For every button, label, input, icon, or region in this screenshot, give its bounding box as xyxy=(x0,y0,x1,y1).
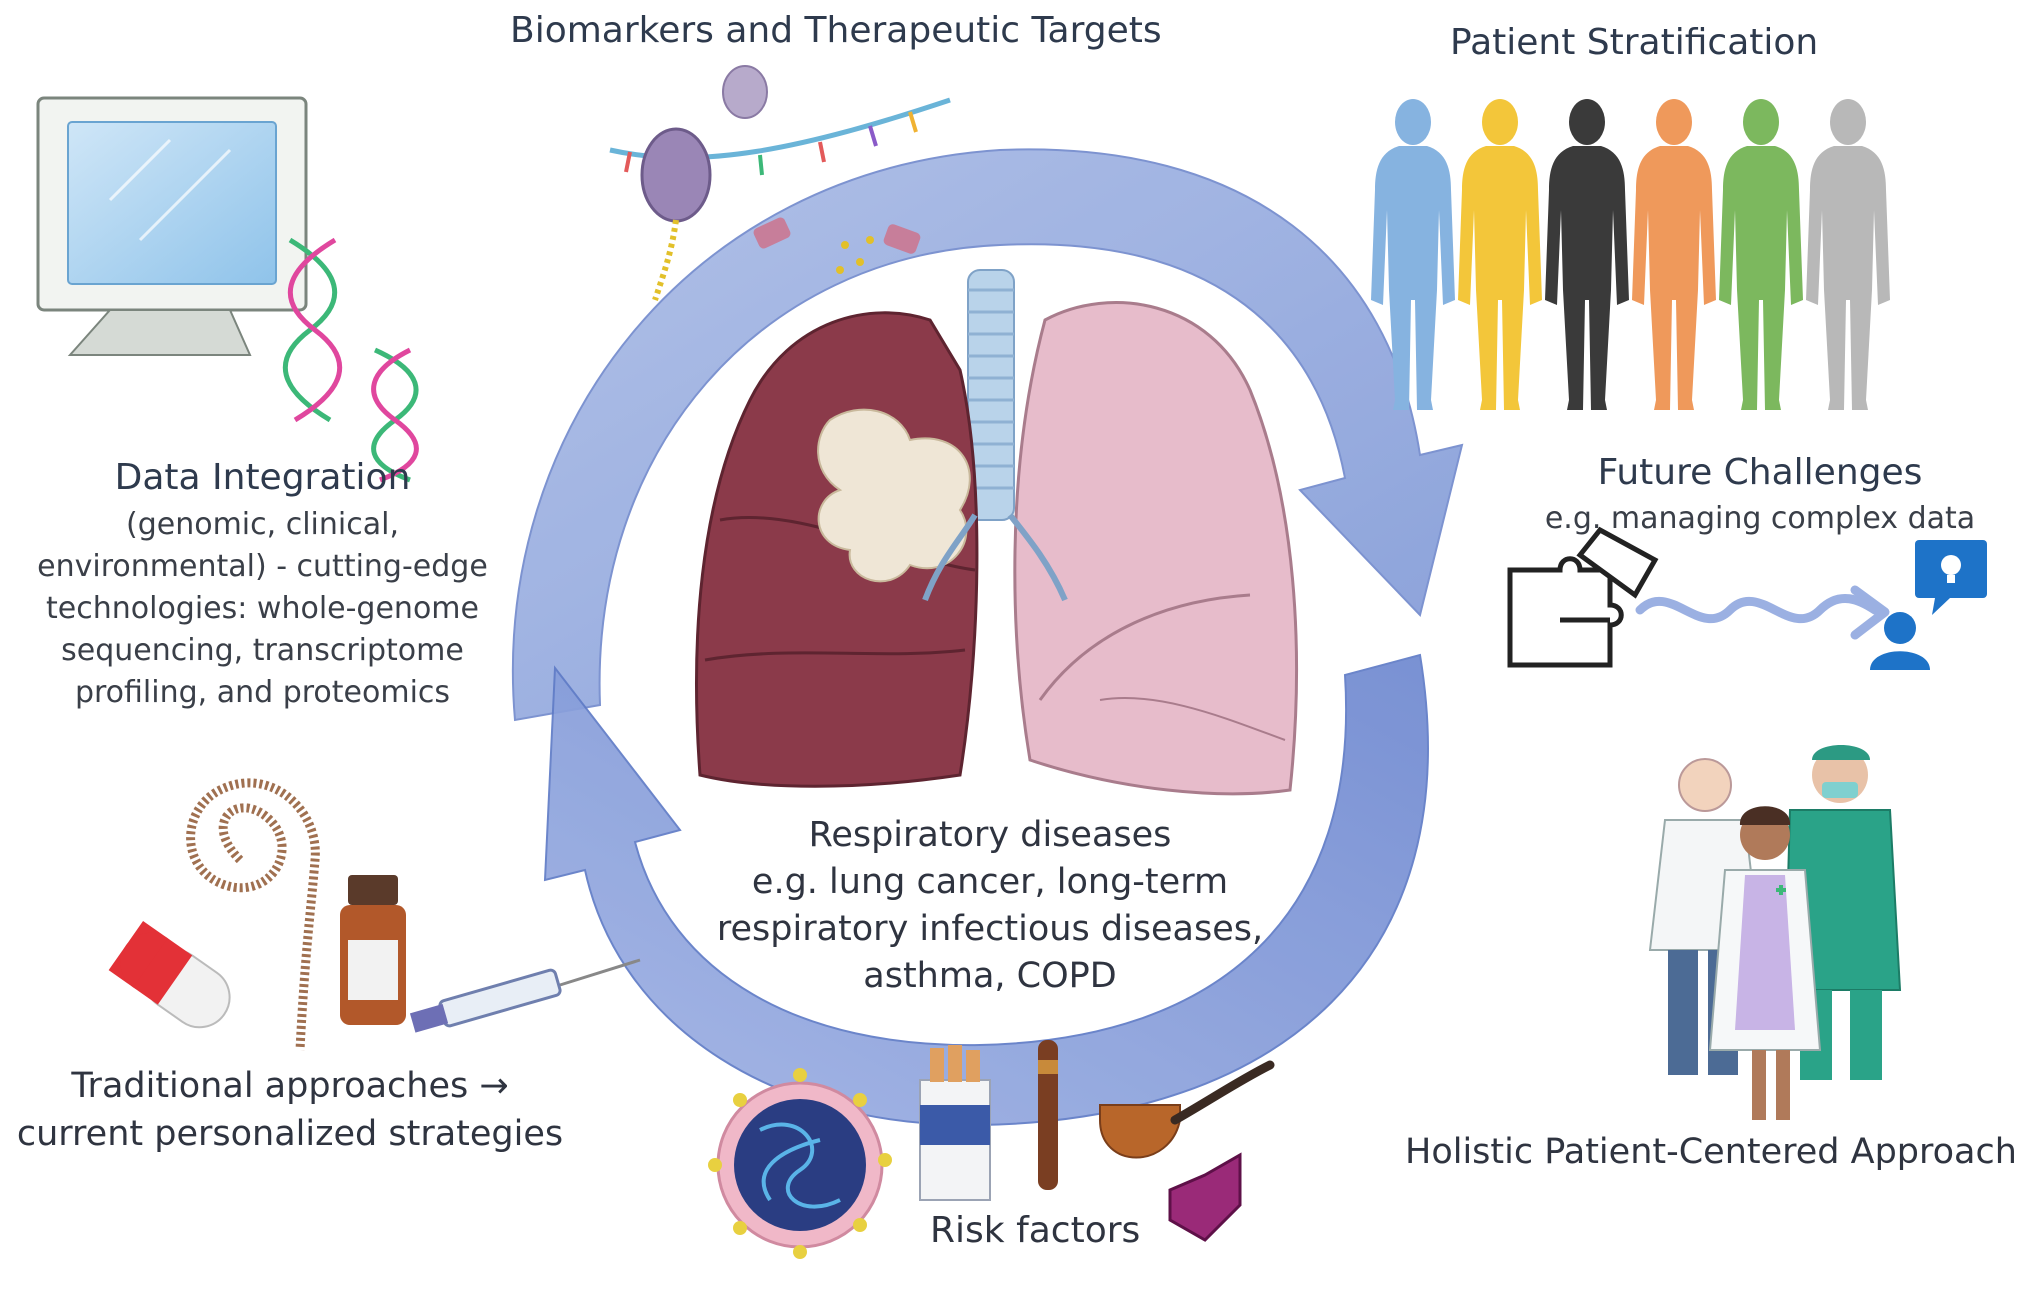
respiratory-line: asthma, COPD xyxy=(863,956,1117,996)
protein-rna-icon xyxy=(609,65,951,301)
data-integration-line: technologies: whole-genome xyxy=(46,591,479,626)
human-silhouette-icon xyxy=(1632,99,1716,410)
data-integration-title: Data Integration xyxy=(114,457,411,498)
risk-factors-title: Risk factors xyxy=(930,1210,1141,1251)
stratification-title: Patient Stratification xyxy=(1450,22,1819,63)
human-silhouette-icon xyxy=(1806,99,1890,410)
biomarkers-title: Biomarkers and Therapeutic Targets xyxy=(510,10,1162,51)
data-integration-line: sequencing, transcriptome xyxy=(61,633,464,668)
respiratory-line: e.g. lung cancer, long-term xyxy=(751,862,1229,902)
respiratory-diseases-block: Respiratory diseases e.g. lung cancer, l… xyxy=(700,812,1280,1000)
doctors-team-icon xyxy=(1648,745,1902,1120)
future-challenges-block: Future Challenges e.g. managing complex … xyxy=(1515,448,2005,540)
data-integration-block: Data Integration (genomic, clinical, env… xyxy=(20,452,505,714)
human-silhouette-icon xyxy=(1545,99,1629,410)
wave-arrow-icon xyxy=(1635,585,1890,640)
traditional-line: Traditional approaches → xyxy=(71,1066,509,1106)
data-integration-line: environmental) - cutting-edge xyxy=(37,549,488,584)
cigar-icon xyxy=(1038,1040,1058,1190)
pipe-icon xyxy=(1099,1060,1275,1159)
cycle-arrow-top xyxy=(511,148,1464,722)
respiratory-line: respiratory infectious diseases, xyxy=(716,909,1264,949)
patient-figures xyxy=(1371,99,1890,410)
pill-capsule-icon xyxy=(108,921,231,1029)
pollutant-hexagon-icon xyxy=(1168,1152,1242,1242)
data-integration-line: (genomic, clinical, xyxy=(126,507,399,542)
idea-person-icon xyxy=(1870,540,1987,670)
data-integration-line: profiling, and proteomics xyxy=(74,675,451,710)
human-silhouette-icon xyxy=(1719,99,1803,410)
syringe-icon xyxy=(409,958,641,1033)
holistic-title: Holistic Patient-Centered Approach xyxy=(1405,1132,2017,1172)
lungs-icon xyxy=(695,269,1299,796)
respiratory-title: Respiratory diseases xyxy=(808,815,1172,855)
human-silhouette-icon xyxy=(1458,99,1542,410)
dna-helix-icon xyxy=(282,237,419,483)
cycle-arrow-bottom xyxy=(543,653,1429,1127)
human-silhouette-icon xyxy=(1371,99,1455,410)
traditional-line: current personalized strategies xyxy=(16,1114,564,1154)
traditional-approaches-block: Traditional approaches → current persona… xyxy=(10,1062,570,1158)
virus-icon xyxy=(708,1068,892,1259)
puzzle-icon xyxy=(1507,526,1659,668)
future-challenges-subtitle: e.g. managing complex data xyxy=(1544,501,1976,536)
computer-monitor-icon xyxy=(36,96,308,356)
future-challenges-title: Future Challenges xyxy=(1597,452,1923,493)
vial-icon xyxy=(340,875,406,1025)
cigarettes-icon xyxy=(919,1045,991,1201)
